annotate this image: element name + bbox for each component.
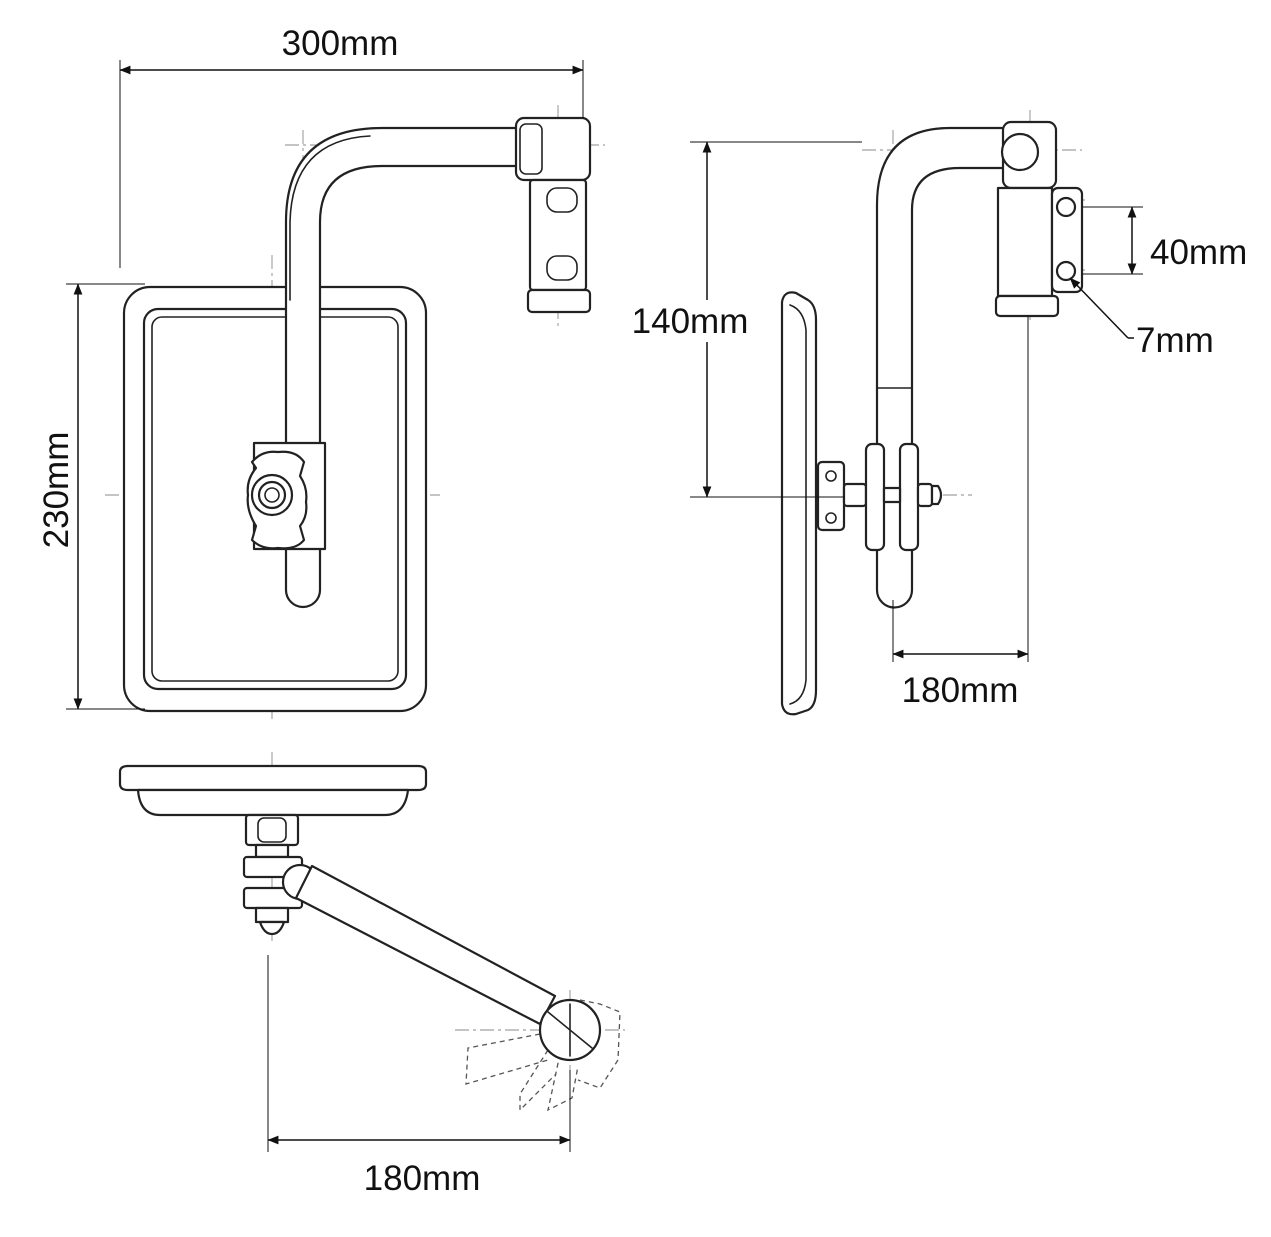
dimension-7mm: 7mm bbox=[1069, 277, 1214, 360]
front-width-label: 300mm bbox=[282, 24, 399, 63]
top-arm bbox=[281, 863, 621, 1112]
top-clamp-stack bbox=[242, 813, 304, 936]
dimension-300mm: 300mm bbox=[119, 24, 584, 268]
top-view: 180mm bbox=[118, 752, 625, 1198]
front-height-label: 230mm bbox=[37, 432, 76, 549]
top-reach-label: 180mm bbox=[364, 1159, 481, 1198]
side-mounting-bracket bbox=[994, 186, 1084, 318]
side-depth-label: 180mm bbox=[902, 671, 1019, 710]
dimension-230mm: 230mm bbox=[37, 283, 145, 710]
mirror-top bbox=[118, 764, 428, 817]
bracket-hole-upper bbox=[1055, 196, 1077, 218]
dimension-140mm: 140mm bbox=[632, 141, 862, 498]
pivot-joint bbox=[514, 116, 592, 182]
bracket-hole-lower bbox=[1055, 260, 1077, 282]
mounting-bracket bbox=[526, 178, 592, 314]
side-pivot-joint bbox=[1000, 120, 1058, 190]
dimension-180mm-top: 180mm bbox=[267, 955, 571, 1198]
side-arm bbox=[875, 126, 1007, 609]
side-view: 140mm 180mm 40mm 7mm bbox=[632, 110, 1247, 716]
front-view: 300mm 230mm bbox=[37, 24, 605, 720]
dimension-180mm-side: 180mm bbox=[892, 316, 1029, 710]
mirror-edge bbox=[780, 291, 818, 716]
mirror-arm bbox=[284, 126, 536, 609]
hole-diameter-label: 7mm bbox=[1136, 321, 1214, 360]
dimension-40mm: 40mm bbox=[1082, 206, 1247, 275]
clamp-knob bbox=[246, 441, 327, 551]
side-height-label: 140mm bbox=[632, 302, 749, 341]
side-clamp-assembly bbox=[816, 442, 943, 552]
hole-spacing-label: 40mm bbox=[1150, 233, 1247, 272]
